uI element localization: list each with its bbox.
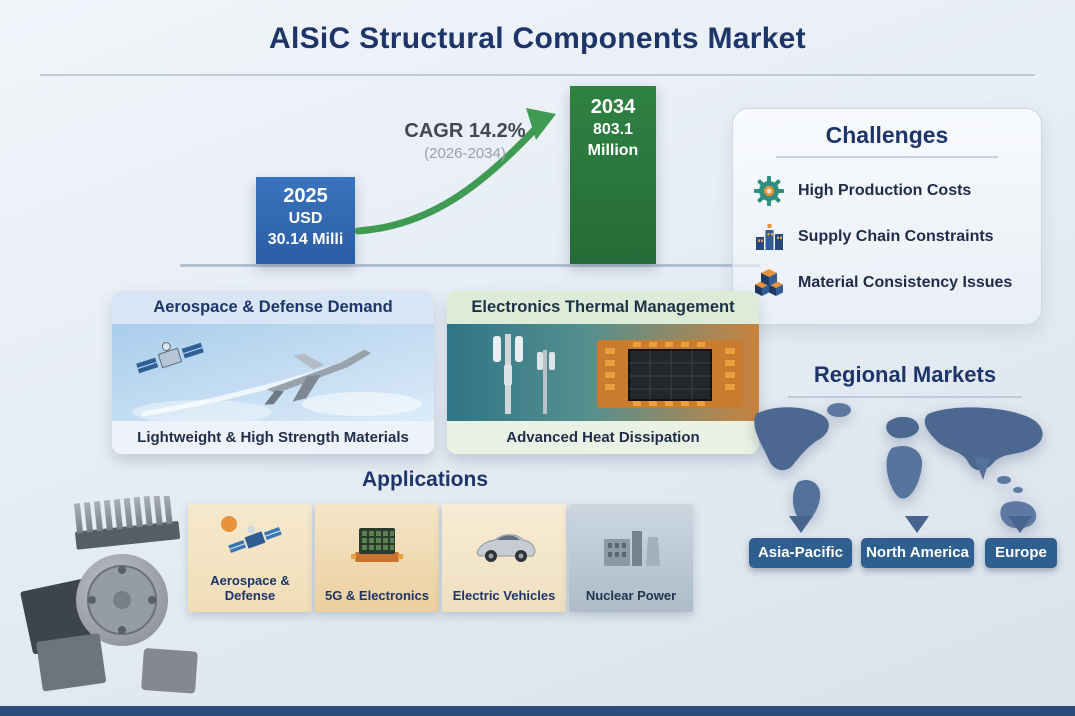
bar-2034-year: 2034 — [590, 96, 636, 118]
satellite-icon — [188, 504, 312, 572]
bar-2034-value: 803.1 — [592, 121, 634, 138]
regional-title: Regional Markets — [813, 362, 997, 387]
page-title: AlSiC Structural Components Market — [269, 22, 806, 55]
challenge-item-material-consistency: Material Consistency Issues — [733, 260, 1041, 306]
aerospace-image — [112, 324, 434, 421]
title-divider — [40, 74, 1035, 76]
supply-chain-icon — [753, 221, 785, 253]
region-label-north-america: North America — [861, 538, 974, 568]
application-label: Aerospace & Defense — [210, 573, 290, 604]
challenge-label: Supply Chain Constraints — [798, 228, 994, 245]
cagr-period: (2026-2034) — [424, 145, 506, 162]
growth-arrow-icon — [348, 96, 566, 241]
cagr-annotation: CAGR 14.2% (2026-2034) — [383, 120, 547, 162]
map-pointer-asia-pacific — [789, 516, 813, 533]
bar-2025-currency: USD — [288, 210, 323, 227]
cagr-label: CAGR 14.2% — [404, 120, 526, 142]
bar-2034: 2034 803.1 Million — [570, 86, 656, 264]
bar-2025-year: 2025 — [283, 185, 328, 207]
challenges-title: Challenges — [825, 122, 949, 148]
applications-tiles: Aerospace & Defense 5G & Electron — [188, 504, 693, 612]
region-label-asia-pacific: Asia-Pacific — [749, 538, 852, 568]
world-map-graphic — [742, 400, 1062, 538]
alsic-components-photo — [10, 493, 208, 700]
bottom-accent-bar — [0, 706, 1075, 716]
application-label: Electric Vehicles — [452, 588, 556, 604]
application-tile-nuclear-power: Nuclear Power — [569, 504, 693, 612]
challenges-divider — [776, 156, 998, 158]
car-icon — [442, 504, 566, 587]
bar-2025: 2025 USD 30.14 Milli — [256, 177, 355, 264]
application-tile-electric-vehicles: Electric Vehicles — [442, 504, 566, 612]
cube-stack-icon — [753, 267, 785, 299]
power-plant-icon — [569, 504, 693, 587]
region-label-europe: Europe — [985, 538, 1057, 568]
chart-baseline — [180, 264, 760, 267]
application-label: 5G & Electronics — [324, 588, 430, 604]
bar-2034-unit: Million — [587, 141, 639, 159]
bar-2025-value: 30.14 Milli — [267, 230, 344, 248]
applications-title: Applications — [361, 468, 488, 491]
feature-card-aerospace: Aerospace & Defense Demand — [112, 291, 434, 454]
feature-card-title: Electronics Thermal Management — [447, 291, 759, 324]
challenge-item-supply-chain: Supply Chain Constraints — [733, 214, 1041, 260]
chip-heatsink-icon — [315, 504, 439, 587]
map-pointer-europe — [1008, 516, 1032, 533]
feature-card-caption: Lightweight & High Strength Materials — [112, 421, 434, 454]
challenges-card: Challenges High Production Costs — [732, 108, 1042, 325]
challenge-label: Material Consistency Issues — [798, 274, 1013, 291]
feature-card-electronics: Electronics Thermal Management — [447, 291, 759, 454]
challenge-item-production-costs: High Production Costs — [733, 168, 1041, 214]
application-tile-5g-electronics: 5G & Electronics — [315, 504, 439, 612]
regional-divider — [788, 396, 1022, 398]
challenge-label: High Production Costs — [798, 182, 972, 199]
feature-card-caption: Advanced Heat Dissipation — [447, 421, 759, 454]
electronics-image — [447, 324, 759, 421]
application-tile-aerospace-defense: Aerospace & Defense — [188, 504, 312, 612]
feature-card-title: Aerospace & Defense Demand — [112, 291, 434, 324]
map-pointer-north-america — [905, 516, 929, 533]
application-label: Nuclear Power — [585, 588, 677, 604]
gear-icon — [753, 175, 785, 207]
